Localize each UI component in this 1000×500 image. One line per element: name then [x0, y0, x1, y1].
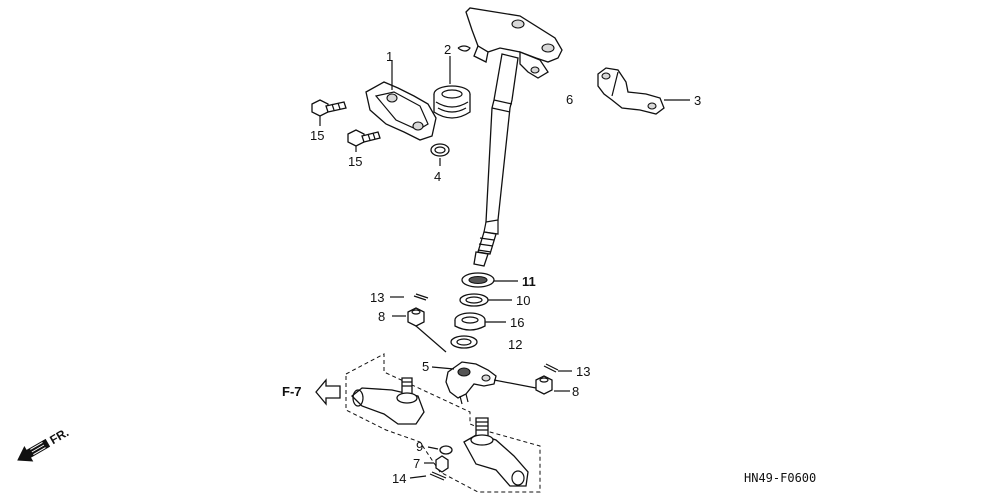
callout-8-left: 8: [378, 309, 385, 324]
callout-15-lower: 15: [348, 154, 362, 169]
shaft-bracket-cover: [597, 67, 665, 115]
callout-11: 11: [522, 274, 536, 289]
callout-8-right: 8: [572, 384, 579, 399]
bearing-lower: [454, 312, 486, 331]
callout-3: 3: [694, 93, 701, 108]
reference-arrow-label: F-7: [282, 384, 302, 399]
washer: [439, 445, 453, 455]
callout-14: 14: [392, 471, 406, 486]
bearing-upper: [461, 272, 495, 288]
front-direction-label: FR.: [47, 425, 71, 447]
callout-2: 2: [444, 42, 451, 57]
steering-shaft: [457, 7, 563, 267]
callout-9: 9: [416, 439, 423, 454]
oil-seal: [450, 335, 478, 349]
callout-7: 7: [413, 456, 420, 471]
tie-rod-outline: [345, 353, 541, 493]
pitman-arm: [445, 361, 497, 405]
callout-13-right: 13: [576, 364, 590, 379]
castle-nut-left: [407, 307, 425, 327]
callout-10: 10: [516, 293, 530, 308]
flange-bolt-upper: [311, 99, 347, 117]
front-direction-arrow: FR.: [17, 425, 71, 462]
o-ring: [430, 143, 450, 157]
cotter-pin-left: [413, 293, 429, 301]
dust-seal: [459, 293, 489, 307]
figure-code: HN49-F0600: [744, 471, 816, 485]
callout-15-upper: 15: [310, 128, 324, 143]
callout-5: 5: [422, 359, 429, 374]
callout-4: 4: [434, 169, 441, 184]
cotter-pin-bottom: [429, 471, 447, 481]
castle-nut-right: [535, 375, 553, 395]
shaft-bushing: [433, 85, 471, 119]
cotter-pin-right: [543, 363, 559, 373]
callout-1: 1: [386, 49, 393, 64]
reference-arrow: F-7: [282, 378, 341, 406]
leader-lines: [319, 56, 690, 479]
flange-bolt-lower: [347, 129, 381, 147]
tie-rod-end-right: [463, 417, 529, 487]
callout-12: 12: [508, 337, 522, 352]
shaft-holder: [365, 81, 437, 141]
callout-6: 6: [566, 92, 573, 107]
callout-16: 16: [510, 315, 524, 330]
tie-rod-end-left: [351, 377, 425, 425]
callout-13-left: 13: [370, 290, 384, 305]
castle-nut-bottom: [435, 455, 449, 473]
